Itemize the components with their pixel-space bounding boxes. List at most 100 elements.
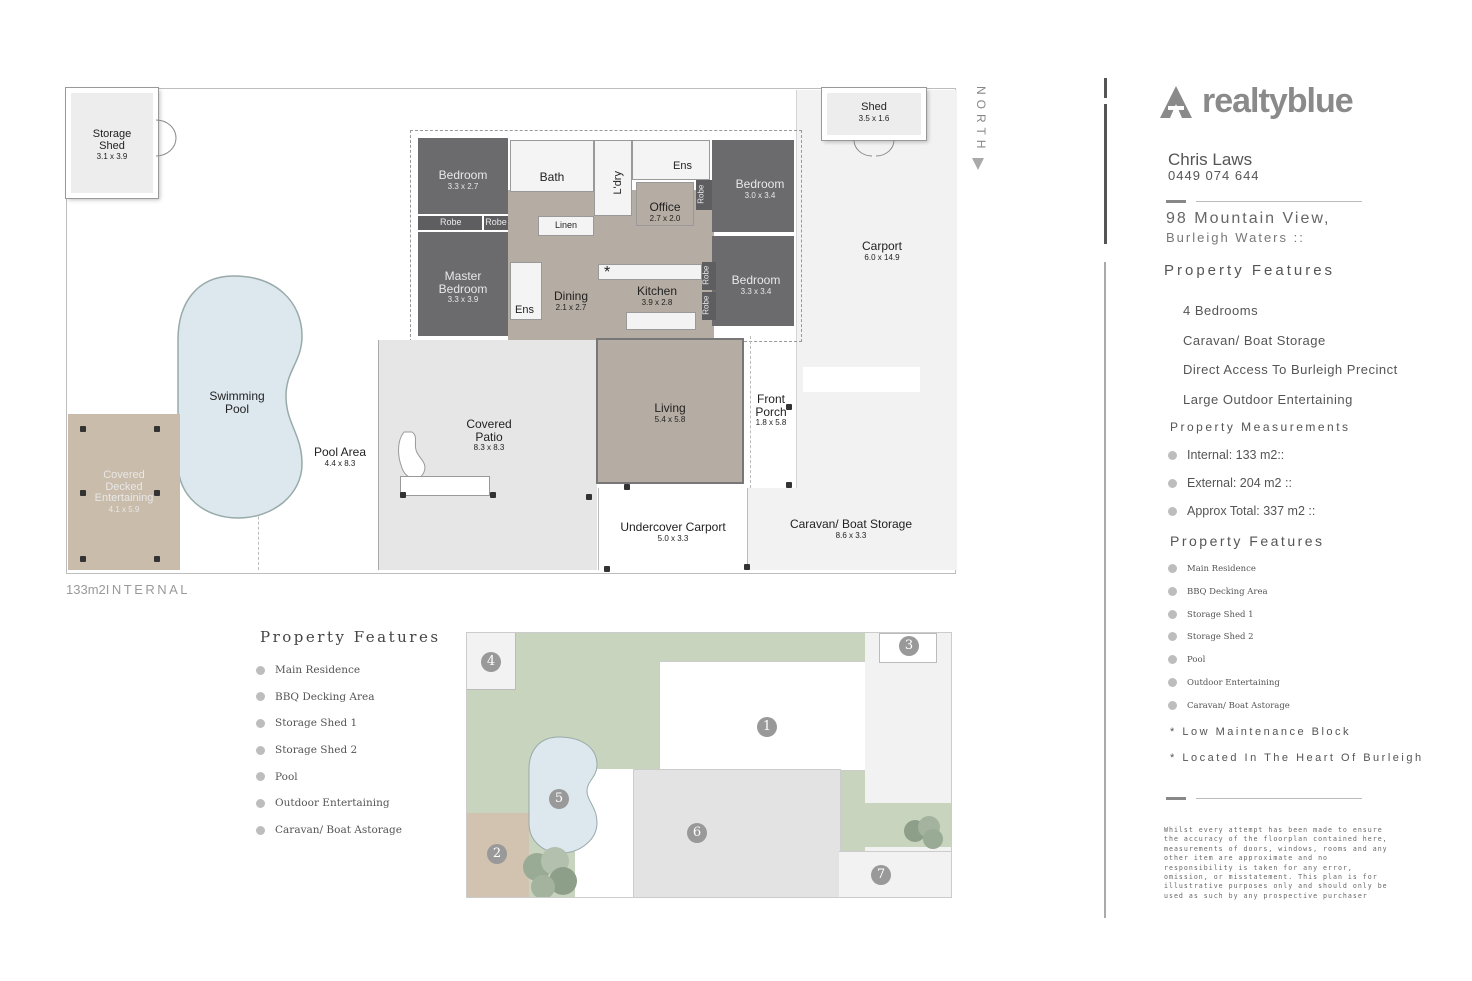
site-marker-5: 5 (549, 789, 569, 809)
address-line-2: Burleigh Waters :: (1166, 230, 1305, 245)
bullet-dot-icon (1168, 677, 1177, 687)
master-bedroom: Master Bedroom 3.3 x 3.9 (418, 232, 508, 336)
linen-label: Linen (555, 220, 578, 230)
robe-right-1-label: Robe (701, 265, 711, 285)
features-left-item: Storage Shed 1 (256, 717, 402, 744)
bedroom-right: Bedroom 3.3 x 3.4 (712, 236, 794, 326)
shed-dim: 3.5 x 1.6 (858, 113, 890, 123)
covered-patio-dim: 8.3 x 8.3 (473, 443, 505, 453)
site-plan: 1 2 3 4 5 6 7 (466, 632, 952, 898)
site-marker-3: 3 (899, 636, 919, 656)
carport-label: Carport 6.0 x 14.9 (846, 240, 918, 262)
north-arrow-icon (972, 158, 984, 170)
internal-size: 133m2 (66, 582, 106, 597)
sidebar-rule (1104, 104, 1107, 244)
tree-icon (523, 847, 577, 897)
laundry-room: L'dry (594, 140, 632, 216)
dining-dim: 2.1 x 2.7 (555, 302, 587, 312)
features2-item: Outdoor Entertaining (1168, 677, 1290, 701)
swimming-pool (177, 275, 303, 519)
living-label: Living 5.4 x 5.8 (642, 402, 698, 424)
bedroom-right-dim: 3.3 x 3.4 (740, 286, 772, 296)
bullet-dot-icon (1168, 479, 1177, 489)
bullet-dot-icon (256, 745, 265, 755)
bullet-dot-icon (1168, 564, 1177, 573)
feature-item: Large Outdoor Entertaining (1183, 392, 1353, 407)
carport-post (604, 566, 610, 572)
features-left-heading: Property Features (260, 628, 441, 646)
caravan-storage-label: Caravan/ Boat Storage 8.6 x 3.3 (748, 518, 954, 540)
feature-item: Caravan/ Boat Storage (1183, 333, 1326, 348)
robe-right-2-label: Robe (701, 295, 711, 315)
bullet-dot-icon (256, 692, 265, 702)
bedroom-top-left-dim: 3.3 x 2.7 (447, 181, 479, 191)
living-dim: 5.4 x 5.8 (654, 414, 686, 424)
bath-label: Bath (539, 170, 565, 184)
bedroom-top-right-label: Bedroom 3.0 x 3.4 (722, 178, 798, 200)
robe-top-right: Robe (696, 180, 712, 210)
patio-post (490, 492, 496, 498)
office-dim: 2.7 x 2.0 (649, 213, 681, 223)
site-marker-7: 7 (871, 865, 891, 885)
site-marker-1: 1 (757, 717, 777, 737)
robe-right-1: Robe (701, 262, 716, 290)
bullet-dot-icon (1168, 632, 1177, 642)
storage-shed-label: Storage Shed 3.1 x 3.9 (71, 128, 153, 162)
robe-top-right-label: Robe (696, 184, 706, 204)
pool-area-label: Pool Area 4.4 x 8.3 (308, 446, 372, 468)
bedroom-top-right: Bedroom 3.0 x 3.4 (712, 140, 794, 232)
bath-room: Bath (510, 140, 594, 192)
living: Living 5.4 x 5.8 (596, 338, 744, 484)
robe-middle-label: Robe (485, 217, 507, 227)
dining-label: Dining 2.1 x 2.7 (548, 290, 594, 312)
storage-shed-dim: 3.1 x 3.9 (96, 152, 128, 162)
kitchen-dim: 3.9 x 2.8 (641, 297, 673, 307)
features-left-item: BBQ Decking Area (256, 691, 402, 718)
measurement-item: Approx Total: 337 m2 :: (1168, 504, 1315, 518)
caravan-boat-storage: Caravan/ Boat Storage 8.6 x 3.3 (748, 488, 954, 570)
features-left-item: Main Residence (256, 664, 402, 691)
deck-post (80, 556, 86, 562)
features2-item: Pool (1168, 655, 1290, 678)
bedroom-right-label: Bedroom 3.3 x 3.4 (718, 274, 794, 296)
office: Office 2.7 x 2.0 (636, 182, 694, 226)
pool-area-dim: 4.4 x 8.3 (324, 458, 356, 468)
divider-long-2 (1196, 798, 1362, 799)
swimming-pool-label: Swimming Pool (209, 389, 265, 416)
bullet-dot-icon (256, 798, 265, 808)
internal-label: INTERNAL (105, 582, 191, 597)
robe-left: Robe (418, 216, 482, 230)
carport-dim: 6.0 x 14.9 (864, 252, 900, 262)
address-line-1: 98 Mountain View, (1166, 210, 1331, 227)
storage-shed: Storage Shed 3.1 x 3.9 (65, 87, 159, 199)
internal-size-caption: 133m2INTERNAL (66, 582, 190, 597)
bedroom-top-right-dim: 3.0 x 3.4 (744, 190, 776, 200)
agent-phone: 0449 074 644 (1168, 168, 1260, 183)
covered-decked-entertaining: Covered Decked Entertaining 4.1 x 5.9 (68, 414, 180, 570)
undercover-carport-label: Undercover Carport 5.0 x 3.3 (599, 521, 747, 543)
bullet-dot-icon (1168, 609, 1177, 619)
bullet-dot-icon (1168, 655, 1177, 665)
measurement-item: Internal: 133 m2:: (1168, 448, 1284, 462)
caravan-storage-dim: 8.6 x 3.3 (835, 530, 867, 540)
deck-post (80, 426, 86, 432)
shed: Shed 3.5 x 1.6 (821, 87, 927, 141)
carport-gap (803, 367, 920, 392)
site-marker-6: 6 (687, 823, 707, 843)
patio-post (586, 494, 592, 500)
bullet-dot-icon (256, 718, 265, 728)
features-left-item: Caravan/ Boat Astorage (256, 824, 402, 851)
sidebar-rule-top (1104, 78, 1107, 98)
robe-middle: Robe (484, 216, 508, 230)
agent-name: Chris Laws (1168, 150, 1253, 169)
features2-item: Main Residence (1168, 564, 1290, 587)
features-left-item: Pool (256, 771, 402, 798)
site-main-residence-lower (633, 769, 841, 897)
covered-decked-label: Covered Decked Entertaining 4.1 x 5.9 (68, 469, 180, 514)
feature-item: Direct Access To Burleigh Precinct (1183, 362, 1398, 377)
features-left-list: Main Residence BBQ Decking Area Storage … (256, 664, 402, 851)
storage-shed-door-icon (155, 119, 177, 157)
site-bottom-right (839, 851, 951, 897)
features-left-item: Storage Shed 2 (256, 744, 402, 771)
office-label: Office 2.7 x 2.0 (637, 201, 693, 223)
